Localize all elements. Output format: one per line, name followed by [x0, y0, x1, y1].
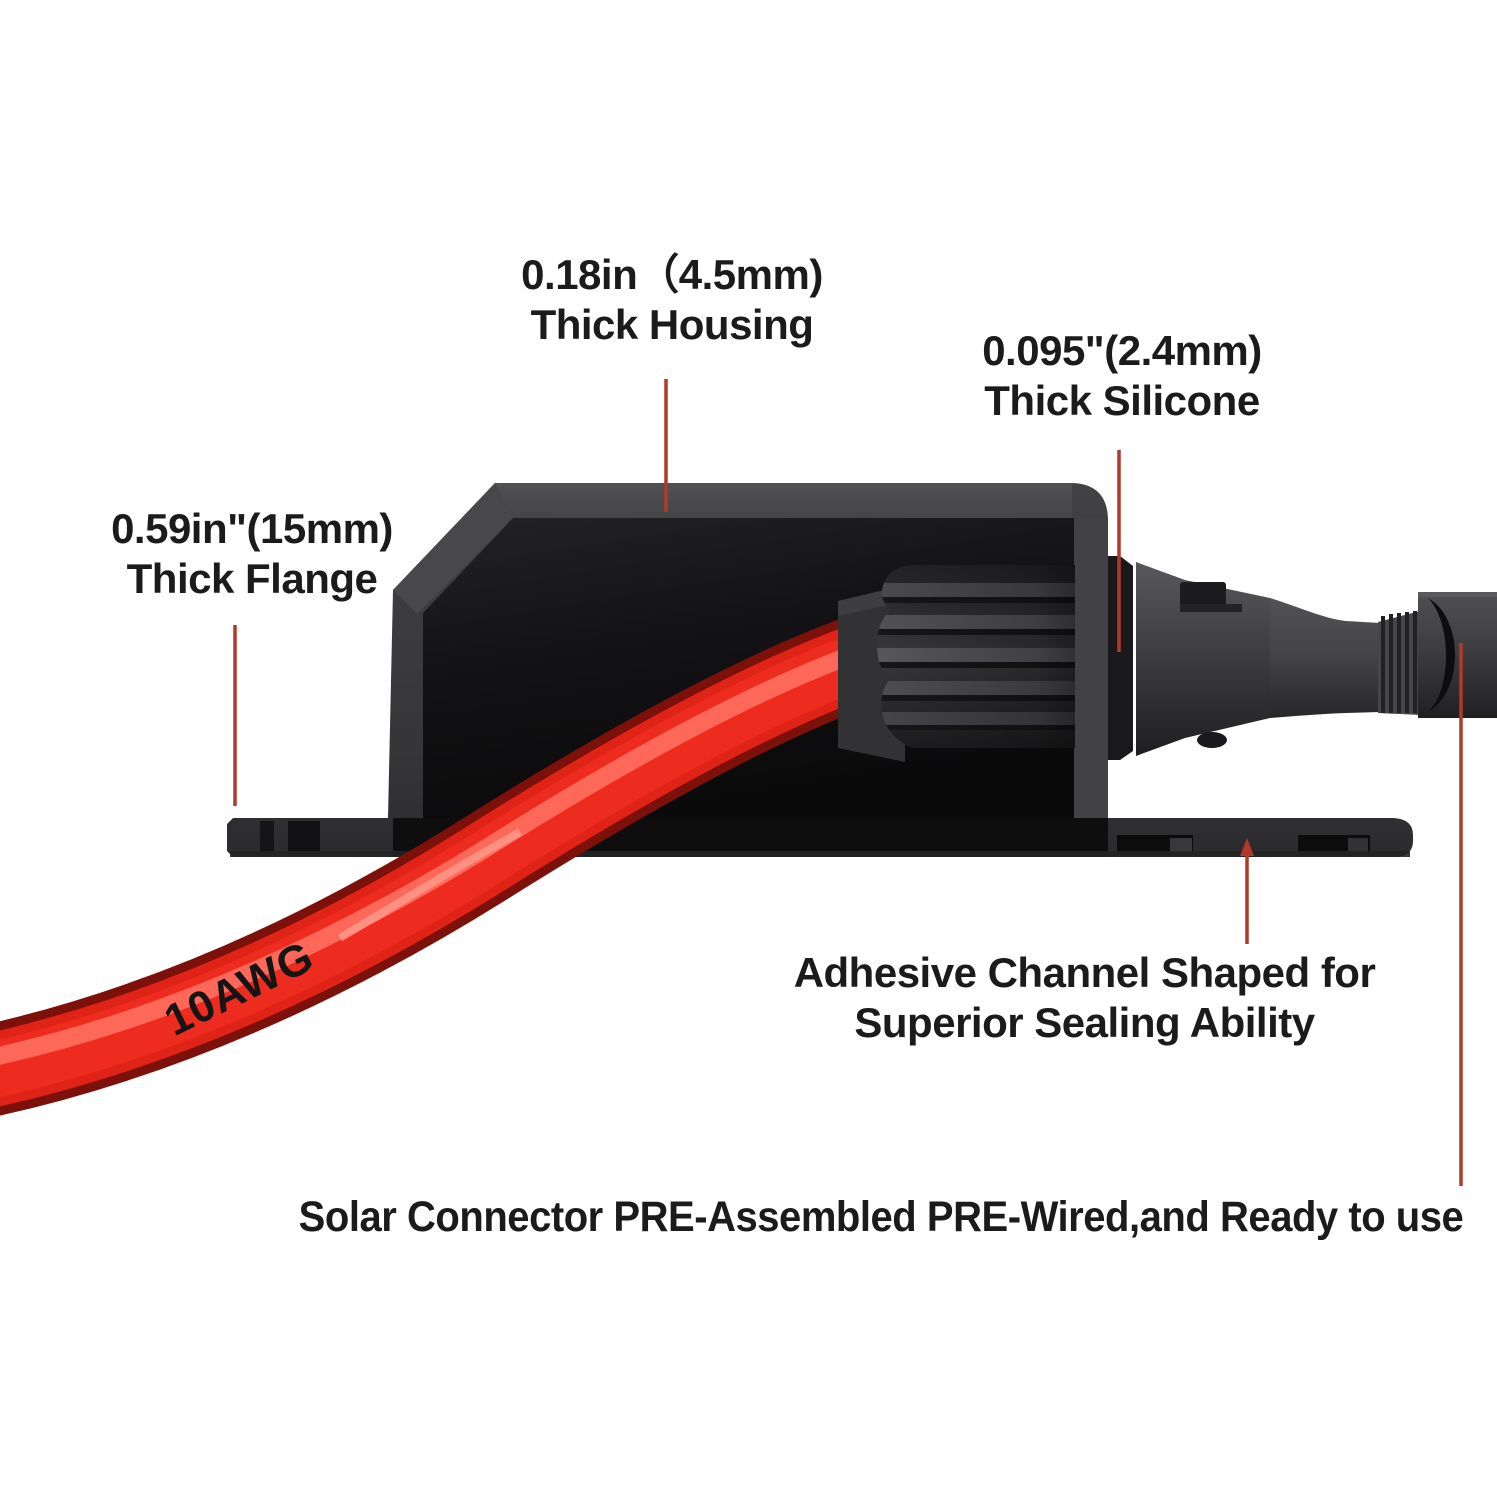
adhesive-channel-groove: [260, 821, 274, 854]
connector-threads: [1378, 611, 1420, 715]
flange-thickness-line2: Thick Flange: [126, 554, 378, 602]
flange-thickness-label: 0.59in"(15mm) Thick Flange: [52, 504, 452, 603]
housing-thickness-line1: 0.18in（4.5mm): [521, 251, 823, 298]
cable-gland-nut: [877, 565, 1075, 748]
flange-thickness-line1: 0.59in"(15mm): [111, 505, 393, 552]
coupling-nut-opening: [1428, 598, 1455, 712]
flange-bottom-rim: [230, 851, 1410, 857]
adhesive-channel-groove-notch: [1170, 838, 1192, 853]
adhesive-channel-groove: [288, 821, 320, 854]
boot-top-tab: [1180, 582, 1226, 606]
adhesive-channel-groove-notch: [1348, 838, 1368, 853]
mounting-flange-right: [1117, 835, 1370, 855]
housing-right-wall-face: [1074, 518, 1108, 818]
boot-tab-shadow: [1180, 604, 1242, 612]
housing-thickness-line2: Thick Housing: [530, 300, 814, 348]
adhesive-channel-line2: Superior Sealing Ability: [854, 998, 1315, 1046]
collar-gap-top: [1124, 552, 1137, 568]
silicone-thickness-line1: 0.095"(2.4mm): [982, 327, 1262, 374]
cable-specular-glint: [337, 828, 522, 942]
silicone-collar: [1108, 556, 1133, 760]
leader-adhesive-arrowhead: [1240, 838, 1254, 856]
connector-neck: [1270, 598, 1380, 718]
housing-chamfer-face: [393, 483, 513, 614]
silicone-thickness-label: 0.095"(2.4mm) Thick Silicone: [922, 326, 1322, 425]
connector-coupling-nut: [1418, 592, 1497, 718]
adhesive-channel-line1: Adhesive Channel Shaped for: [793, 949, 1376, 996]
mounting-flange-left: [260, 821, 320, 854]
silicone-thickness-line2: Thick Silicone: [984, 376, 1260, 424]
mc4-solar-connector: [1108, 552, 1497, 763]
leader-lines: [233, 379, 1463, 1186]
solar-cable: [0, 616, 878, 1116]
boot-bottom-nub: [1197, 732, 1227, 748]
housing-top-wall-face: [495, 483, 1072, 518]
collar-gap-bottom: [1124, 747, 1137, 763]
cavity-floor-shadow: [978, 748, 1074, 818]
solar-connector-caption: Solar Connector PRE-Assembled PRE-Wired,…: [298, 1193, 1464, 1241]
adhesive-channel-label: Adhesive Channel Shaped for Superior Sea…: [762, 948, 1407, 1047]
housing-thickness-label: 0.18in（4.5mm) Thick Housing: [472, 250, 872, 349]
